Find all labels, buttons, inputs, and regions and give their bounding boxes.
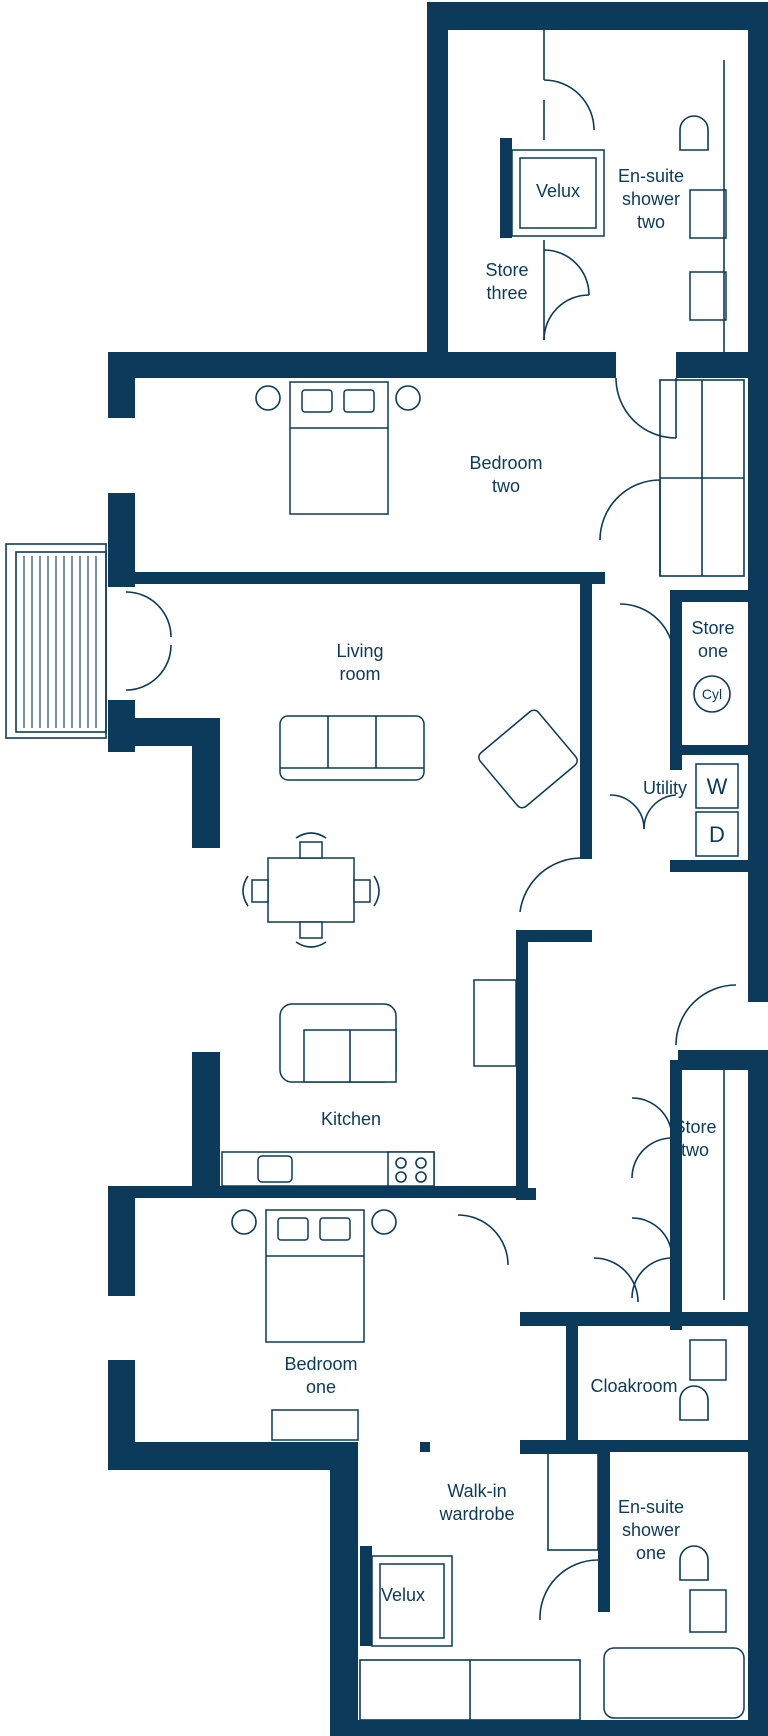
cylinder-label: Cyl <box>702 686 722 702</box>
room-label-bedroom-two: two <box>492 476 520 496</box>
walls <box>108 2 768 1736</box>
balcony <box>5 543 107 739</box>
furniture <box>221 60 745 1721</box>
room-label-ensuite-one: shower <box>622 1520 680 1540</box>
room-label-ensuite-two: En-suite <box>618 166 684 186</box>
room-label-bedroom-one: Bedroom <box>284 1354 357 1374</box>
room-label-walk-in-wardrobe: Walk-in <box>447 1481 506 1501</box>
room-label-store-one: one <box>698 641 728 661</box>
room-label-store-one: Store <box>691 618 734 638</box>
room-label-bedroom-two: Bedroom <box>469 453 542 473</box>
room-labels: Velux En-suite shower two Store three Be… <box>284 166 734 1605</box>
room-label-cloakroom: Cloakroom <box>590 1376 677 1396</box>
room-label-ensuite-one: one <box>636 1543 666 1563</box>
room-label-velux-top: Velux <box>536 181 580 201</box>
room-label-ensuite-two: shower <box>622 189 680 209</box>
room-label-walk-in-wardrobe: wardrobe <box>438 1504 514 1524</box>
room-label-store-three: three <box>486 283 527 303</box>
dryer-label: D <box>709 822 725 847</box>
room-label-utility: Utility <box>643 778 687 798</box>
room-label-ensuite-two: two <box>637 212 665 232</box>
room-label-store-two: two <box>681 1140 709 1160</box>
washer-label: W <box>707 774 728 799</box>
appliance-labels: Cyl W D <box>702 686 728 847</box>
velux-windows <box>360 138 605 1647</box>
room-label-ensuite-one: En-suite <box>618 1497 684 1517</box>
room-label-living-room: room <box>339 664 380 684</box>
room-label-velux-bottom: Velux <box>381 1585 425 1605</box>
room-label-store-three: Store <box>485 260 528 280</box>
room-label-store-two: Store <box>673 1117 716 1137</box>
room-label-kitchen: Kitchen <box>321 1109 381 1129</box>
room-label-living-room: Living <box>336 641 383 661</box>
room-label-bedroom-one: one <box>306 1377 336 1397</box>
